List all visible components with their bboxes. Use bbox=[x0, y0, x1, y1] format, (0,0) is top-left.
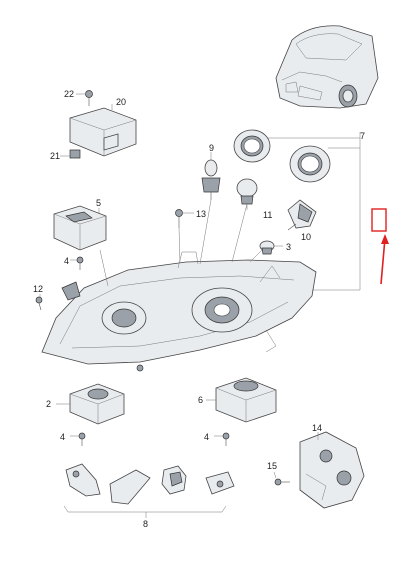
screw-13 bbox=[175, 209, 183, 228]
callout-5: 5 bbox=[96, 198, 102, 208]
bulb-11 bbox=[236, 178, 258, 205]
red-annotation bbox=[371, 208, 389, 285]
small-parts-8 bbox=[65, 463, 235, 505]
callout-20: 20 bbox=[116, 97, 127, 107]
ballast-6 bbox=[215, 377, 277, 423]
screw-4-lower-right bbox=[222, 432, 230, 446]
callout-2: 2 bbox=[46, 399, 52, 409]
control-module-20 bbox=[69, 107, 137, 157]
plug-21 bbox=[69, 149, 81, 159]
annotation-box bbox=[371, 208, 387, 232]
screw-4-lower-left bbox=[78, 432, 86, 446]
callout-7: 7 bbox=[360, 131, 366, 141]
bulb-10 bbox=[287, 199, 317, 231]
screw-12 bbox=[35, 296, 43, 311]
callout-13: 13 bbox=[196, 209, 207, 219]
bracket-14 bbox=[299, 431, 365, 509]
cap-7-left bbox=[233, 129, 271, 163]
callout-11: 11 bbox=[263, 210, 273, 220]
callout-4-upper: 4 bbox=[64, 256, 70, 266]
annotation-arrow bbox=[380, 237, 386, 285]
callout-leaders bbox=[39, 93, 361, 479]
ballast-2 bbox=[69, 383, 125, 425]
screw-4-upper bbox=[76, 256, 84, 270]
callout-22: 22 bbox=[64, 89, 75, 99]
callout-9: 9 bbox=[209, 143, 215, 153]
cap-3 bbox=[259, 240, 275, 255]
headlight-housing bbox=[41, 251, 317, 372]
callout-14: 14 bbox=[312, 423, 323, 433]
ballast-5 bbox=[53, 205, 107, 251]
screw-15 bbox=[274, 478, 290, 486]
callout-10: 10 bbox=[301, 232, 312, 242]
callout-6: 6 bbox=[198, 395, 204, 405]
callout-3: 3 bbox=[286, 242, 292, 252]
cap-7-right bbox=[289, 145, 331, 183]
callout-21: 21 bbox=[50, 151, 61, 161]
callout-4-lower-right: 4 bbox=[204, 432, 210, 442]
callout-4-lower-left: 4 bbox=[60, 432, 66, 442]
callout-8: 8 bbox=[143, 519, 149, 529]
callout-15: 15 bbox=[267, 461, 278, 471]
car-thumbnail bbox=[275, 25, 379, 109]
screw-22 bbox=[85, 90, 93, 106]
callout-12: 12 bbox=[33, 284, 44, 294]
bulb-9 bbox=[201, 159, 221, 200]
arrow-head-icon bbox=[381, 234, 389, 244]
